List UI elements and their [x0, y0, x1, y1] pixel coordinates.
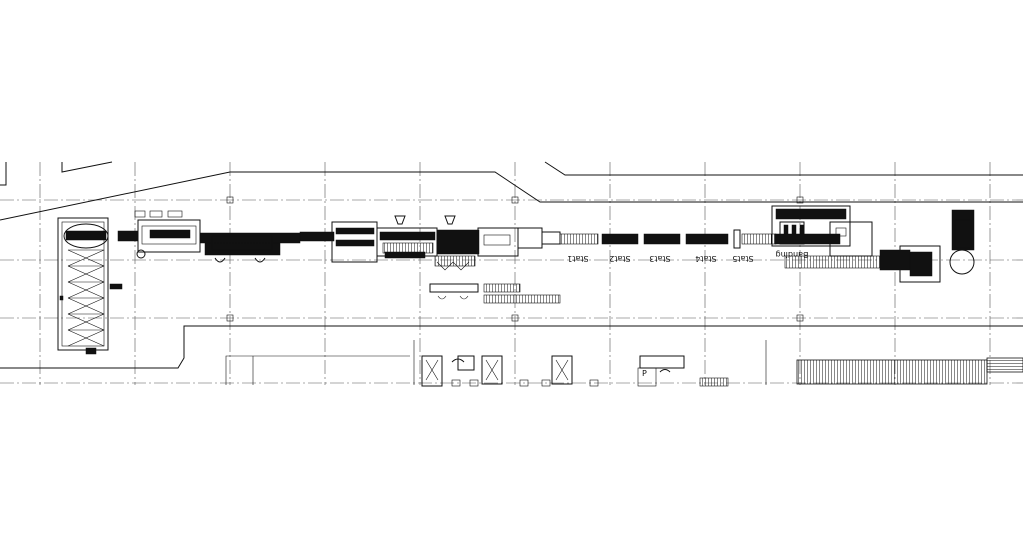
coil-storage-unit: [57, 217, 123, 355]
grid-lines: [0, 162, 1023, 385]
banding-label: Banding: [776, 250, 809, 259]
banding-area: [771, 205, 975, 283]
production-line: [117, 210, 777, 271]
secondary-equipment: [429, 283, 561, 304]
station-label-5: Stat5: [732, 254, 753, 263]
station-label-1: Stat1: [567, 254, 588, 263]
station-label-4: Stat4: [695, 254, 716, 263]
building-outline: [0, 161, 1023, 385]
station-label-2: Stat2: [609, 254, 630, 263]
station-label-3: Stat3: [649, 254, 670, 263]
station-labels: Stat1 Stat2 Stat3 Stat4 Stat5 Banding P: [567, 250, 808, 378]
bottom-structures: [421, 355, 1023, 387]
marker-letter: P: [642, 369, 647, 378]
